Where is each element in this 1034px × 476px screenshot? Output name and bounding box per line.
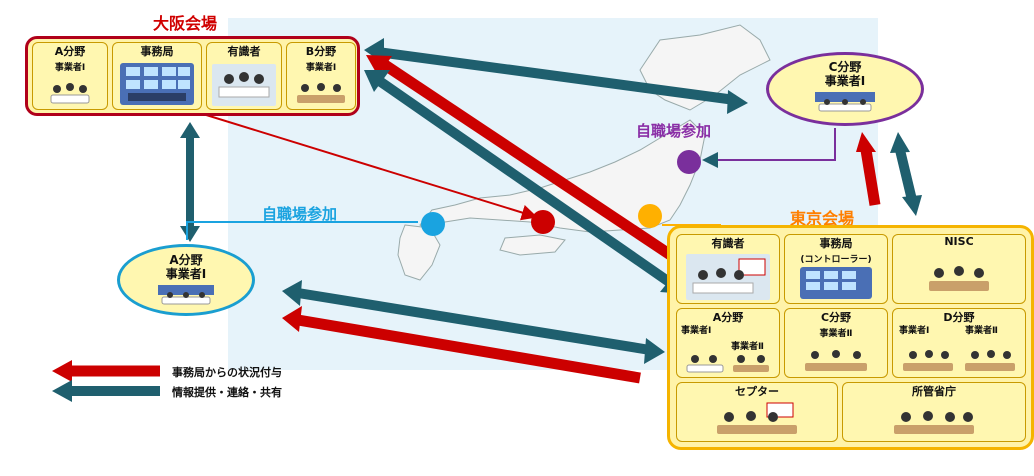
blue-connector (186, 221, 418, 240)
arrowhead (180, 226, 200, 242)
expert-meeting-icon (212, 64, 276, 106)
cell-sub: 事業者Ⅰ (305, 63, 337, 73)
cell-sub: 事業者Ⅱ (965, 326, 998, 336)
cell-label: D分野 (943, 311, 975, 324)
arrow-tokyo-osaka-red (378, 58, 694, 273)
cell-label: 事務局 (819, 237, 853, 250)
remote-join-label-purple: 自職場参加 (636, 122, 712, 140)
arrowhead (856, 132, 876, 152)
cell-label: NISC (944, 235, 974, 248)
arrowhead (644, 338, 665, 364)
osaka-venue-title: 大阪会場 (153, 14, 218, 33)
red-dot (531, 210, 555, 234)
cell-sub: 事業者Ⅰ (681, 326, 712, 336)
control-room-icon (120, 63, 194, 105)
arrowhead (282, 306, 302, 332)
remote-join-label-blue: 自職場参加 (262, 205, 338, 223)
meeting-scene-icon (50, 83, 90, 104)
cell-sub: 事業者Ⅱ (819, 329, 853, 339)
arrow-osaka-c-field (377, 47, 736, 105)
cell-label: セプター (735, 385, 779, 398)
cell-label: A分野 (54, 45, 86, 58)
cell-label: B分野 (305, 45, 337, 58)
arrowhead (364, 70, 390, 92)
tokyo-venue-title: 東京会場 (790, 209, 855, 228)
legend-label-info-sharing: 情報提供・連絡・共有 (172, 386, 282, 399)
cell-label: 有識者 (227, 45, 261, 58)
legend-red-arrowhead (52, 360, 72, 382)
meeting-scene-icon (717, 402, 797, 434)
arrow-tokyo-a-red (297, 314, 641, 384)
purple-dot (677, 150, 701, 174)
meeting-scene-icon (815, 92, 875, 112)
arrowhead (180, 122, 200, 138)
tokyo-cell-ministry: 所管省庁 (842, 382, 1026, 442)
tokyo-cell-c-field: C分野 事業者Ⅱ (784, 308, 888, 378)
osaka-cell-secretariat: 事務局 (112, 42, 202, 110)
meeting-scene-icon (686, 355, 769, 373)
purple-connector (710, 128, 836, 161)
tokyo-cell-d-field: D分野 事業者Ⅰ 事業者Ⅱ (892, 308, 1026, 378)
arrow-tokyo-c-red (860, 149, 881, 206)
cell-sub: 事業者Ⅰ (899, 326, 930, 336)
arrowhead (366, 55, 392, 76)
arrowhead-right (727, 90, 748, 114)
meeting-scene-icon (297, 83, 345, 103)
osaka-venue-box: A分野 事業者Ⅰ 事務局 有識者 B分野 事業者Ⅰ (25, 36, 360, 116)
a-field-operator-label: 事業者Ⅰ (165, 267, 207, 281)
tokyo-cell-a-field: A分野 事業者Ⅰ 事業者Ⅱ (676, 308, 780, 378)
tokyo-cell-nisc: NISC (892, 234, 1026, 304)
a-field-label: A分野 (169, 253, 203, 267)
cell-sub: 事業者Ⅰ (54, 63, 86, 73)
arrowhead (890, 132, 910, 153)
arrowhead (282, 280, 302, 306)
cell-sub: (コントローラー) (800, 255, 872, 265)
cell-label: 所管省庁 (912, 385, 956, 398)
meeting-scene-icon (158, 285, 214, 305)
meeting-scene-icon (894, 411, 974, 434)
arrow-osaka-tokyo-teal (375, 75, 675, 289)
arrowhead (902, 195, 922, 216)
thin-arrow-osaka-to-dot (189, 109, 538, 221)
remote-c-field-ellipse: C分野 事業者Ⅰ (766, 52, 924, 126)
blue-dot (421, 212, 445, 236)
cell-label: 事務局 (140, 45, 174, 58)
control-room-icon (800, 267, 872, 299)
c-field-operator-label: 事業者Ⅰ (824, 74, 866, 88)
cell-sub: 事業者Ⅱ (731, 342, 764, 352)
legend-label-status: 事務局からの状況付与 (172, 366, 282, 379)
meeting-scene-icon (929, 266, 989, 291)
osaka-cell-expert: 有識者 (206, 42, 282, 110)
osaka-cell-b-field: B分野 事業者Ⅰ (286, 42, 356, 110)
expert-meeting-icon (686, 254, 770, 300)
osaka-cell-a-field: A分野 事業者Ⅰ (32, 42, 108, 110)
cell-label: C分野 (820, 311, 852, 324)
meeting-scene-icon (805, 350, 867, 371)
tokyo-cell-ceptoar: セプター (676, 382, 838, 442)
tokyo-cell-secretariat: 事務局 (コントローラー) (784, 234, 888, 304)
arrow-a-tokyo-teal (297, 288, 651, 355)
cell-label: A分野 (712, 311, 744, 324)
remote-a-field-ellipse: A分野 事業者Ⅰ (117, 244, 255, 316)
tokyo-venue-box: 有識者 事務局 (コントローラー) NISC A分野 事業者Ⅰ 事業者Ⅱ (667, 225, 1034, 450)
meeting-scene-icon (903, 350, 1015, 371)
legend-teal-arrowhead (52, 380, 72, 402)
c-field-label: C分野 (828, 60, 862, 74)
tokyo-cell-expert: 有識者 (676, 234, 780, 304)
cell-label: 有識者 (711, 237, 745, 250)
arrow-tokyo-c-teal (895, 148, 917, 202)
orange-dot (638, 204, 662, 228)
